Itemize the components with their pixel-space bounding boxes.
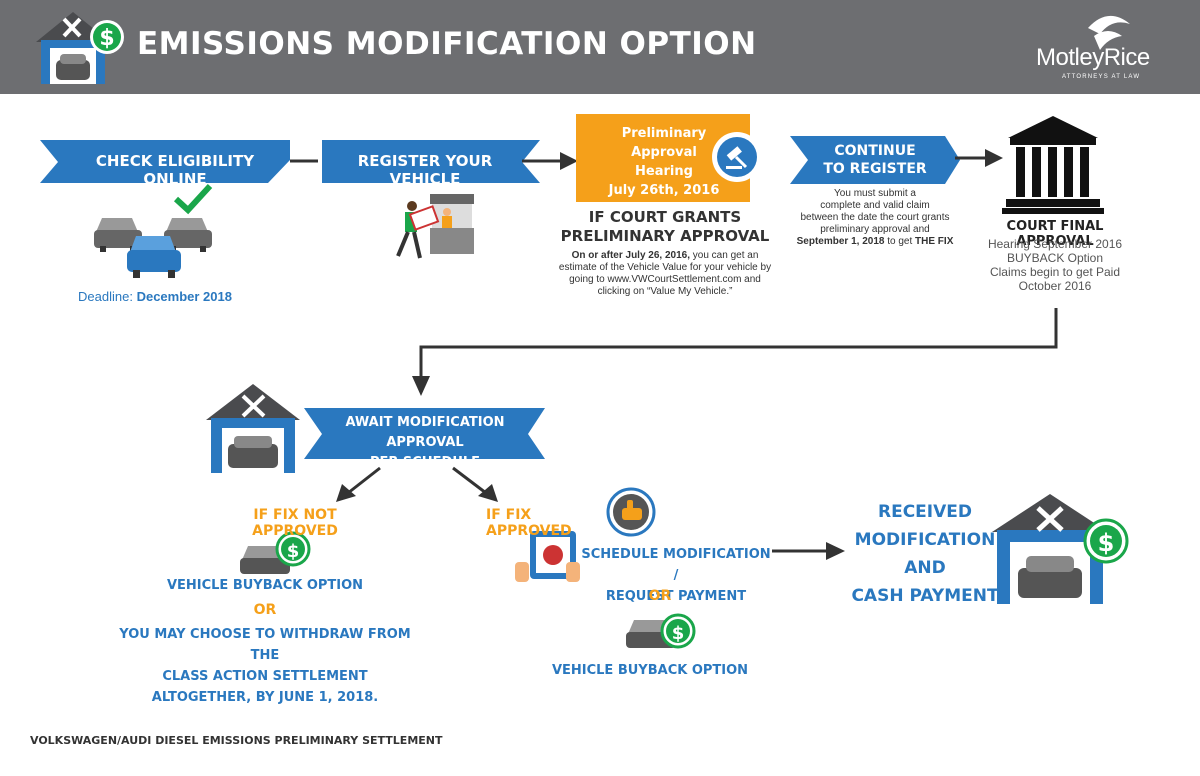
arrow-icon xyxy=(452,466,498,502)
final-line: Hearing September 2016 xyxy=(987,237,1123,251)
footer-text: VOLKSWAGEN/AUDI DIESEL EMISSIONS PRELIMI… xyxy=(30,734,443,747)
wrench-icon xyxy=(62,17,82,38)
final-line: Claims begin to get Paid xyxy=(989,265,1121,279)
continue-line: CONTINUE xyxy=(834,143,916,159)
note-text: clicking on “Value My Vehicle.” xyxy=(597,286,733,297)
option-line: SCHEDULE MODIFICATION / xyxy=(581,547,771,583)
heading-line: IF COURT GRANTS xyxy=(588,208,742,226)
arrow-icon xyxy=(522,152,578,170)
person-icon xyxy=(396,201,440,259)
not-approved-option-1: VEHICLE BUYBACK OPTION xyxy=(166,578,364,593)
deadline-text: Deadline: December 2018 xyxy=(60,289,250,304)
received-line: MODIFICATION xyxy=(854,530,996,550)
continue-banner xyxy=(790,136,960,184)
registry-booth xyxy=(430,194,474,254)
wrench-icon xyxy=(1036,506,1064,532)
note-text: to get xyxy=(884,236,916,247)
logo-subtitle: ATTORNEYS AT LAW xyxy=(1062,74,1141,80)
courthouse-icon xyxy=(1002,116,1104,214)
arrow-icon xyxy=(412,376,430,396)
received-text: RECEIVED MODIFICATION AND CASH PAYMENT xyxy=(845,498,1005,610)
note-text: estimate of the Vehicle Value for your v… xyxy=(558,262,772,273)
car-icon xyxy=(127,236,181,278)
received-line: AND xyxy=(904,558,946,578)
note-text: complete and valid claim xyxy=(820,200,930,211)
heading-line: PRELIMINARY APPROVAL xyxy=(560,227,770,245)
logo-text: MotleyRice xyxy=(1036,44,1150,71)
svg-text:$: $ xyxy=(287,541,300,562)
await-line: PER SCHEDULE xyxy=(369,455,481,470)
dollar-icon: $ xyxy=(275,531,311,567)
received-line: CASH PAYMENT xyxy=(851,586,999,606)
preliminary-line: July 26th, 2016 xyxy=(608,183,720,198)
note-text: between the date the court grants xyxy=(800,212,950,223)
continue-note: You must submit a complete and valid cla… xyxy=(790,188,960,248)
arrow-icon xyxy=(336,466,381,502)
garage-icon xyxy=(206,384,300,473)
header-bar xyxy=(0,0,1200,94)
preliminary-line: Approval xyxy=(631,145,697,160)
arrow-icon xyxy=(955,149,1003,167)
check-eligibility-banner xyxy=(40,140,290,183)
approved-heading: IF FIX APPROVED xyxy=(486,507,572,539)
page-title: EMISSIONS MODIFICATION OPTION xyxy=(137,26,757,62)
note-text: You must submit a xyxy=(834,188,916,199)
preliminary-line: Preliminary xyxy=(621,126,707,141)
car-icon xyxy=(240,546,290,574)
logo-mark xyxy=(1088,15,1130,50)
note-text: preliminary approval and xyxy=(820,224,930,235)
final-heading: COURT FINAL APPROVAL xyxy=(1006,219,1104,249)
note-bold: September 1, 2018 xyxy=(796,236,885,247)
await-banner xyxy=(304,408,545,459)
not-approved-heading: IF FIX NOT APPROVED xyxy=(252,507,338,539)
register-banner xyxy=(322,140,540,183)
continue-label: CONTINUE TO REGISTER xyxy=(810,142,940,178)
svg-text:$: $ xyxy=(672,623,685,644)
svg-text:$: $ xyxy=(1098,529,1115,557)
preliminary-box-text: Preliminary Approval Hearing July 26th, … xyxy=(590,124,738,200)
option-line: CLASS ACTION SETTLEMENT xyxy=(162,669,368,684)
car-icon xyxy=(94,218,142,252)
option-line: REQUEST PAYMENT xyxy=(605,589,747,604)
or-text: OR xyxy=(648,588,672,604)
note-text: going to www.VWCourtSettlement.com and xyxy=(569,274,761,285)
approved-option-2: VEHICLE BUYBACK OPTION xyxy=(551,663,749,678)
connector-line xyxy=(419,308,1058,380)
wrench-icon xyxy=(241,394,266,418)
final-line: October 2016 xyxy=(1018,279,1092,293)
option-line: ALTOGETHER, BY JUNE 1, 2018. xyxy=(151,690,379,705)
deadline-prefix: Deadline: xyxy=(78,289,133,304)
thumbs-up-icon xyxy=(606,487,656,537)
dollar-icon: $ xyxy=(660,613,696,649)
svg-text:$: $ xyxy=(99,26,114,51)
register-label: REGISTER YOUR VEHICLE xyxy=(357,152,493,188)
final-line: BUYBACK Option xyxy=(1006,251,1104,265)
preliminary-note: On or after July 26, 2016, you can get a… xyxy=(555,250,775,298)
received-line: RECEIVED xyxy=(878,502,972,522)
deadline-value: December 2018 xyxy=(136,289,232,304)
preliminary-line: Hearing xyxy=(635,164,693,179)
final-details: Hearing September 2016 BUYBACK Option Cl… xyxy=(975,237,1135,293)
note-bold: THE FIX xyxy=(915,236,954,247)
await-line: AWAIT MODIFICATION APPROVAL xyxy=(345,415,505,450)
note-bold: On or after July 26, 2016, xyxy=(571,250,690,261)
or-text: OR xyxy=(253,602,277,618)
tablet-icon xyxy=(515,531,580,582)
approved-option-1: SCHEDULE MODIFICATION / REQUEST PAYMENT xyxy=(578,544,774,607)
not-approved-option-2: YOU MAY CHOOSE TO WITHDRAW FROM THE CLAS… xyxy=(110,624,420,708)
gavel-icon xyxy=(712,132,762,182)
check-eligibility-label: CHECK ELIGIBILITY ONLINE xyxy=(95,152,255,188)
checkmark-icon xyxy=(173,183,213,215)
car-icon xyxy=(164,218,212,252)
dollar-icon: $ xyxy=(1083,518,1129,564)
option-line: YOU MAY CHOOSE TO WITHDRAW FROM THE xyxy=(119,627,411,663)
note-text: you can get an xyxy=(690,250,759,261)
continue-line: TO REGISTER xyxy=(823,161,927,177)
arrow-icon xyxy=(772,542,845,560)
await-label: AWAIT MODIFICATION APPROVAL PER SCHEDULE xyxy=(320,413,530,473)
preliminary-heading: IF COURT GRANTS PRELIMINARY APPROVAL xyxy=(560,208,770,246)
dollar-icon: $ xyxy=(90,20,124,54)
